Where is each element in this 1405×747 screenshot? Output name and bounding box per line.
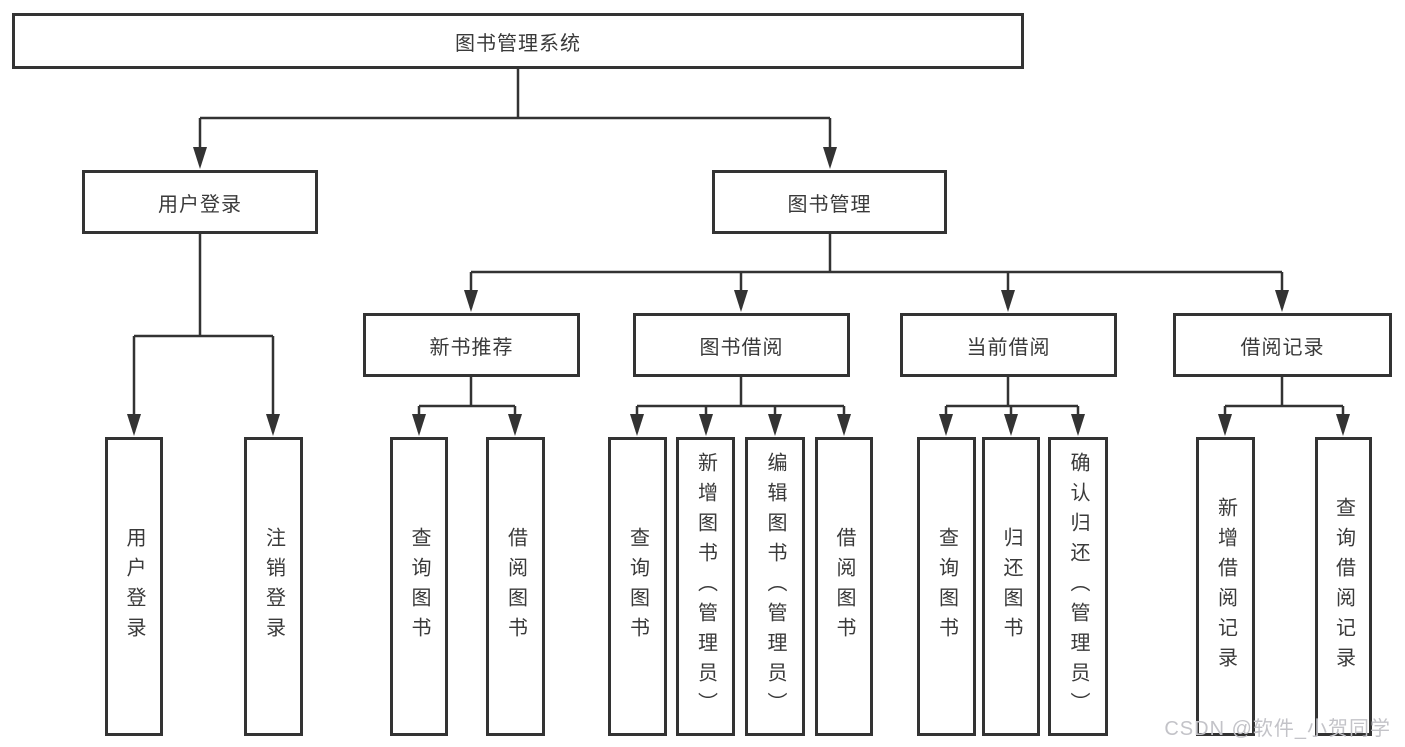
node-book-borrowing: 图书借阅 [633, 313, 850, 377]
leaf-query-books: 查询图书 [917, 437, 976, 736]
leaf-query-borrow-record: 查询借阅记录 [1315, 437, 1372, 736]
leaf-query-books: 查询图书 [390, 437, 448, 736]
node-library-management-system: 图书管理系统 [12, 13, 1024, 69]
node-label: 用户登录 [158, 193, 242, 216]
csdn-watermark: CSDN @软件_小贺同学 [1164, 718, 1391, 740]
node-new-book-recommendation: 新书推荐 [363, 313, 580, 377]
leaf-return-books: 归还图书 [982, 437, 1040, 736]
leaf-user-login: 用户登录 [105, 437, 163, 736]
node-user-login: 用户登录 [82, 170, 318, 234]
leaf-add-books-admin: 新增图书（管理员） [676, 437, 735, 736]
node-label: 图书借阅 [699, 336, 784, 359]
leaf-borrow-books: 借阅图书 [486, 437, 545, 736]
node-label: 图书管理 [787, 193, 872, 216]
node-label: 借阅记录 [1240, 336, 1325, 359]
leaf-edit-books-admin: 编辑图书（管理员） [745, 437, 805, 736]
node-current-borrowing: 当前借阅 [900, 313, 1117, 377]
node-book-management: 图书管理 [712, 170, 947, 234]
node-label: 新书推荐 [429, 336, 514, 359]
leaf-query-books: 查询图书 [608, 437, 667, 736]
node-borrowing-records: 借阅记录 [1173, 313, 1392, 377]
leaf-confirm-return-admin: 确认归还（管理员） [1048, 437, 1108, 736]
node-label: 图书管理系统 [455, 32, 581, 55]
node-label: 当前借阅 [966, 336, 1051, 359]
leaf-borrow-books: 借阅图书 [815, 437, 873, 736]
leaf-add-borrow-record: 新增借阅记录 [1196, 437, 1255, 736]
leaf-logout: 注销登录 [244, 437, 303, 736]
